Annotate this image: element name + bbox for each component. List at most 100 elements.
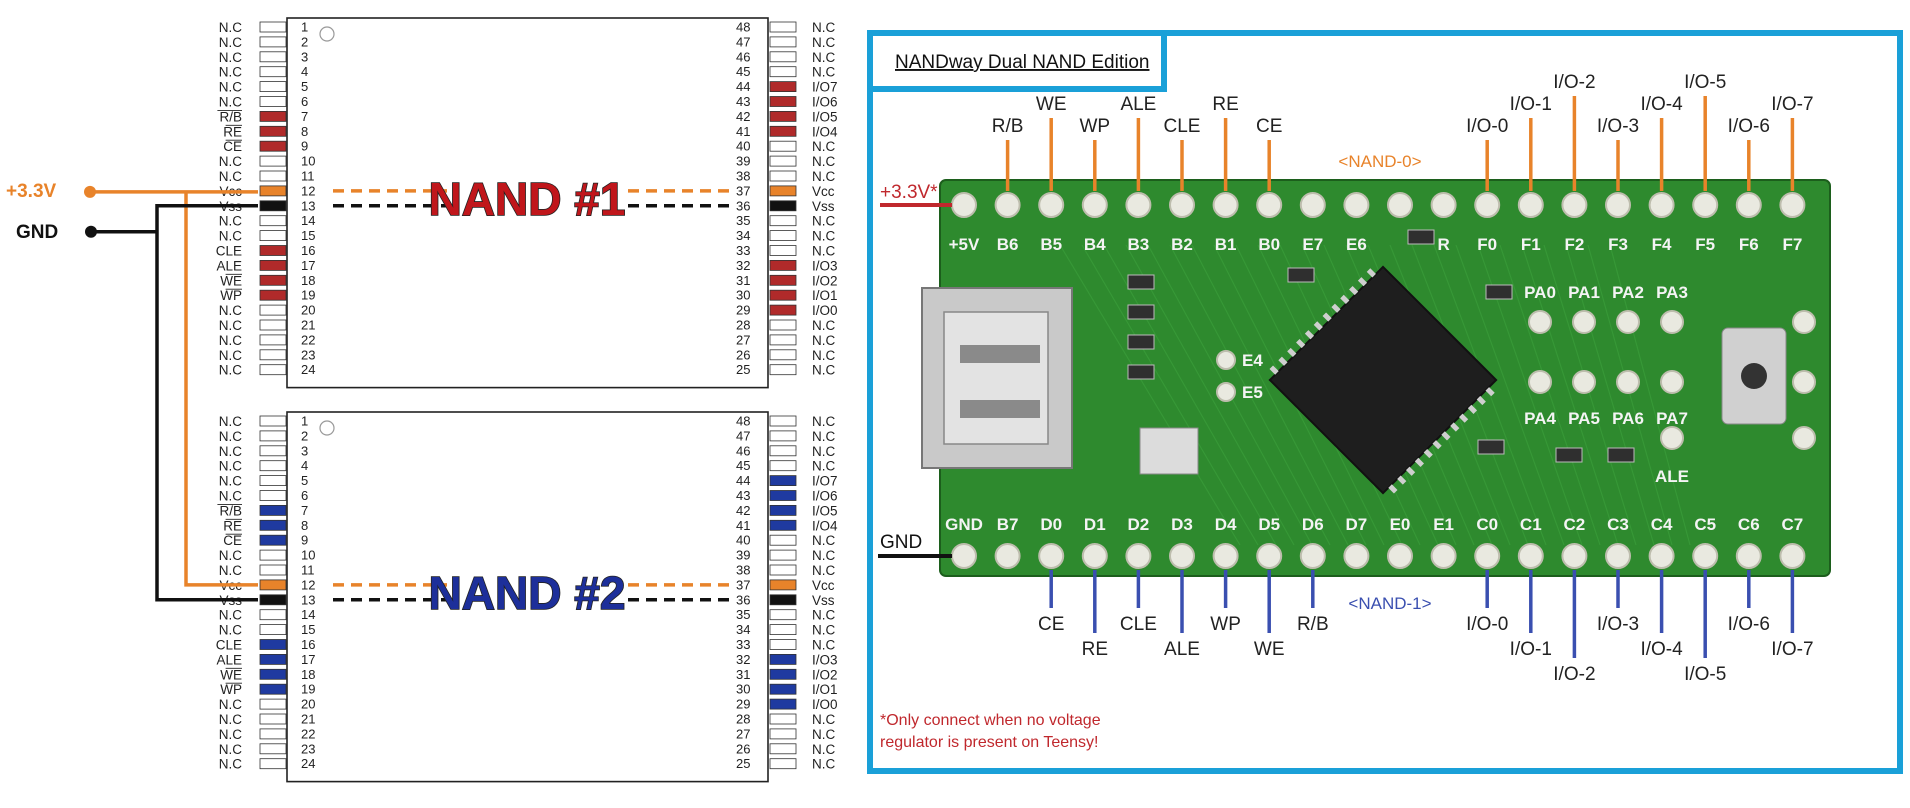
pin-label: N.C — [219, 474, 243, 489]
pin-label: N.C — [219, 363, 243, 378]
top-silk-label: F1 — [1521, 235, 1541, 254]
pin-pad — [769, 304, 797, 316]
smd-part — [1127, 274, 1155, 290]
pin-label: N.C — [219, 229, 243, 244]
bottom-signal-label: I/O-6 — [1728, 614, 1770, 635]
title-box — [867, 30, 1167, 92]
pin-label: N.C — [219, 414, 243, 429]
pin-label: I/O0 — [812, 303, 838, 318]
pcb-trace — [1587, 244, 1673, 546]
bottom-pad — [1212, 543, 1239, 569]
side-pad — [1792, 426, 1816, 450]
top-signal-label: CE — [1256, 116, 1282, 137]
bottom-signal-label: I/O-3 — [1597, 614, 1639, 635]
pin-pad — [769, 668, 797, 680]
pin-pad — [259, 549, 287, 561]
pin-number: 1 — [301, 20, 308, 35]
pin-label: N.C — [219, 712, 243, 727]
top-signal-label: I/O-5 — [1684, 72, 1726, 93]
bottom-pad — [1430, 543, 1457, 569]
pin-label: I/O7 — [812, 474, 838, 489]
pin-number: 8 — [301, 518, 308, 533]
pin-number: 10 — [301, 154, 315, 169]
pin-label: N.C — [812, 742, 836, 757]
top-pad — [994, 192, 1021, 218]
bottom-silk-label: C4 — [1651, 515, 1673, 534]
pin-pad — [259, 668, 287, 680]
mcu-lead — [1357, 277, 1368, 287]
bottom-pad — [1081, 543, 1108, 569]
pin-pad — [259, 609, 287, 621]
pin-pad — [259, 624, 287, 635]
pin-pad — [769, 698, 797, 710]
pa-pad — [1528, 370, 1552, 394]
pa-label: PA4 — [1524, 409, 1556, 428]
pin-pad — [769, 140, 797, 152]
board-title: NANDway Dual NAND Edition — [895, 52, 1149, 73]
pin-number: 42 — [736, 109, 750, 124]
pin-pad — [769, 504, 797, 516]
pin-number: 7 — [301, 109, 308, 124]
pin-label: WP — [220, 682, 242, 697]
pin-number: 4 — [301, 64, 308, 79]
bottom-signal-label: I/O-7 — [1771, 639, 1813, 660]
pin-label: N.C — [219, 214, 243, 229]
bottom-pad — [1692, 543, 1719, 569]
pin-number: 37 — [736, 183, 750, 198]
pin-pad — [259, 81, 287, 92]
pin-label: N.C — [812, 363, 836, 378]
pin-number: 10 — [301, 548, 315, 563]
pcb-trace — [1543, 244, 1637, 546]
mcu-lead — [1340, 294, 1350, 304]
pin-number: 20 — [301, 303, 315, 318]
pin-number: 27 — [736, 332, 750, 347]
top-pad — [1474, 192, 1501, 218]
pin-number: 34 — [736, 622, 750, 637]
pin-pad — [259, 460, 287, 472]
top-silk-label: B5 — [1040, 235, 1062, 254]
pin-label: I/O1 — [812, 288, 838, 303]
pin-pad — [769, 430, 797, 442]
pin-label: N.C — [812, 623, 836, 638]
bottom-pad — [1299, 543, 1326, 569]
pin-number: 29 — [736, 697, 750, 712]
pin-pad — [769, 185, 797, 197]
pin-label: N.C — [812, 20, 836, 35]
pin-pad — [769, 215, 797, 227]
pin-pad — [259, 170, 287, 182]
pa-pad — [1528, 310, 1552, 334]
pin-number: 40 — [736, 139, 750, 154]
pin-number: 34 — [736, 228, 750, 243]
pa-label: PA2 — [1612, 283, 1644, 302]
top-silk-label: B4 — [1084, 235, 1106, 254]
pin-pad — [769, 364, 797, 376]
pin-pad — [769, 654, 797, 665]
pin-label: N.C — [219, 154, 243, 169]
pin-pad — [259, 125, 287, 137]
ale-pad-label: ALE — [1655, 467, 1689, 486]
pin-label: N.C — [812, 65, 836, 80]
pin-label: CE — [223, 533, 242, 548]
top-pad — [1735, 192, 1762, 218]
pin-pad — [769, 289, 797, 301]
bottom-silk-label: GND — [945, 515, 983, 534]
pin-label: N.C — [812, 459, 836, 474]
pin-pad — [259, 504, 287, 516]
pin-number: 3 — [301, 49, 308, 64]
pin-number: 35 — [736, 607, 750, 622]
pin-label: ALE — [216, 258, 242, 273]
top-signal-label: I/O-6 — [1728, 116, 1770, 137]
pin-number: 9 — [301, 533, 308, 548]
pin-pad — [259, 215, 287, 227]
bottom-signal-label: R/B — [1297, 614, 1329, 635]
pin-number: 36 — [736, 592, 750, 607]
pin-pad — [259, 743, 287, 755]
pin-number: 16 — [301, 243, 315, 258]
mcu-lead — [1441, 431, 1451, 441]
pin-pad — [259, 683, 287, 695]
pin-label: I/O2 — [812, 667, 838, 682]
pin-label: N.C — [219, 563, 243, 578]
pin-number: 46 — [736, 49, 750, 64]
pin-label: I/O5 — [812, 503, 838, 518]
chip-body — [286, 17, 769, 389]
